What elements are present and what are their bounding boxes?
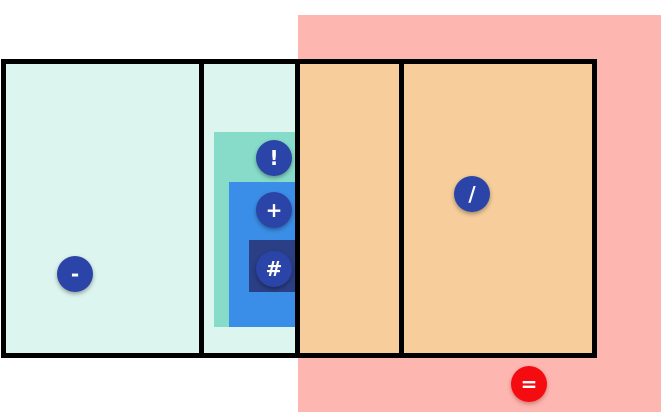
frame-divider-1 bbox=[199, 61, 204, 357]
exclaim-marker[interactable]: ! bbox=[256, 140, 292, 176]
frame-divider-2 bbox=[295, 61, 300, 357]
minus-marker[interactable]: - bbox=[57, 256, 93, 292]
frame-divider-3 bbox=[399, 61, 404, 357]
plus-marker[interactable]: + bbox=[256, 192, 292, 228]
hash-marker[interactable]: # bbox=[256, 251, 292, 287]
equals-marker[interactable]: = bbox=[511, 366, 547, 402]
slash-marker[interactable]: / bbox=[454, 176, 490, 212]
orange-right-region bbox=[298, 60, 595, 357]
